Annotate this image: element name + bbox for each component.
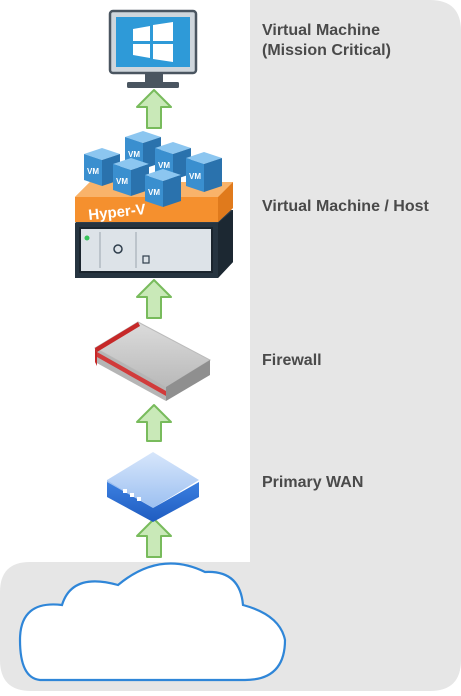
svg-text:VM: VM bbox=[128, 150, 140, 159]
label-firewall: Firewall bbox=[262, 351, 322, 371]
router-icon bbox=[107, 452, 199, 522]
vm-cube-icon: VM bbox=[186, 152, 222, 192]
label-host: Virtual Machine / Host bbox=[262, 197, 429, 217]
windows-logo-icon bbox=[133, 22, 173, 62]
arrow-firewall-to-host-icon bbox=[136, 279, 172, 319]
cloud-icon bbox=[18, 562, 287, 682]
label-line: Virtual Machine bbox=[262, 22, 380, 39]
label-line: Firewall bbox=[262, 352, 322, 369]
firewall-icon bbox=[93, 321, 212, 401]
vm-cube-icon: VM bbox=[113, 158, 149, 196]
svg-text:VM: VM bbox=[189, 172, 201, 181]
svg-text:VM: VM bbox=[158, 161, 170, 170]
hyperv-host-icon: Hyper-V VM VM VM bbox=[75, 131, 233, 278]
svg-text:VM: VM bbox=[116, 177, 128, 186]
label-virtual-machine: Virtual Machine (Mission Critical) bbox=[262, 21, 391, 61]
arrow-cloud-to-wan-icon bbox=[136, 518, 172, 558]
arrow-wan-to-firewall-icon bbox=[136, 404, 172, 442]
label-line: Primary WAN bbox=[262, 474, 364, 491]
svg-text:VM: VM bbox=[87, 167, 99, 176]
svg-text:VM: VM bbox=[148, 188, 160, 197]
label-line: (Mission Critical) bbox=[262, 42, 391, 59]
label-line: Virtual Machine / Host bbox=[262, 198, 429, 215]
hyperv-badge: Hyper-V bbox=[88, 201, 147, 224]
arrow-host-to-vm-icon bbox=[136, 89, 172, 129]
monitor-icon bbox=[108, 9, 198, 88]
label-primary-wan: Primary WAN bbox=[262, 473, 363, 493]
vm-cube-icon: VM bbox=[145, 169, 181, 207]
